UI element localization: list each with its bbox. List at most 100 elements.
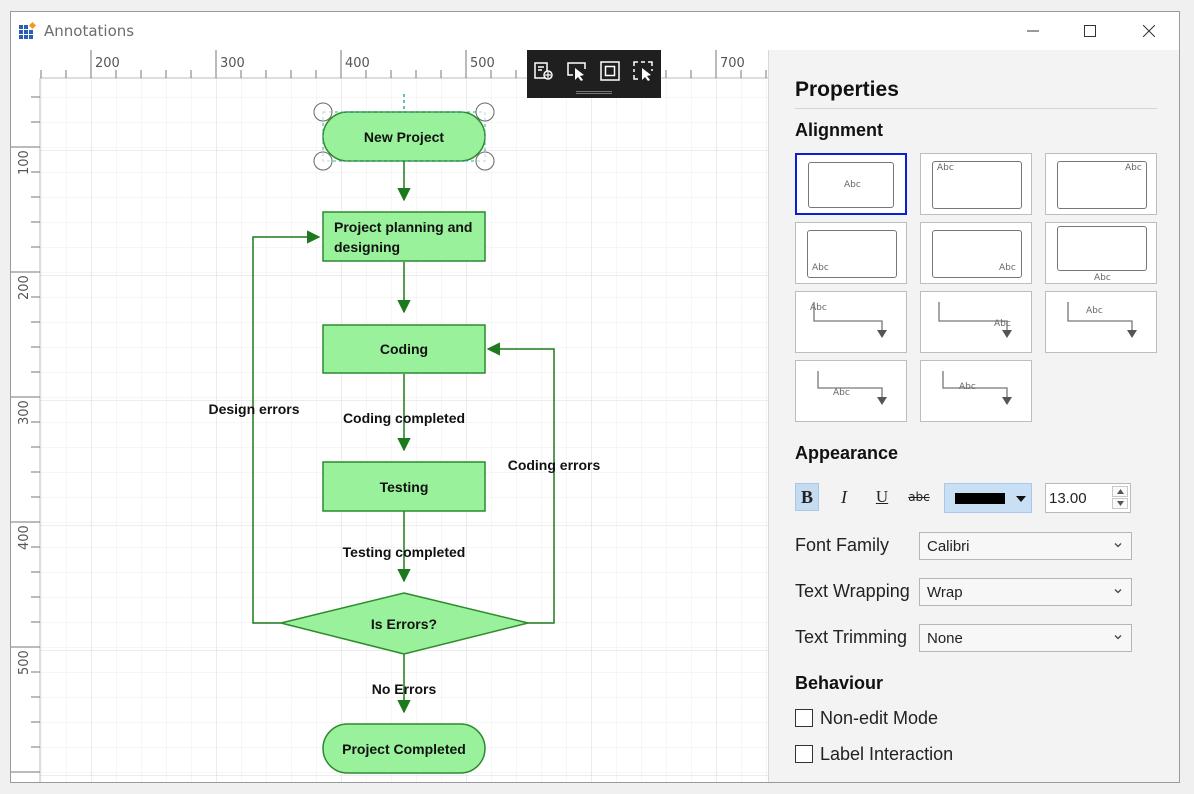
node-label: Project planning and	[334, 219, 472, 235]
align-bottom-left-button[interactable]: Abc	[795, 222, 907, 284]
spin-down-button[interactable]	[1112, 498, 1128, 509]
panel-title: Properties	[795, 78, 899, 101]
chevron-down-icon	[1114, 589, 1122, 594]
node-coding[interactable]: Coding	[322, 324, 486, 374]
node-project-completed[interactable]: Project Completed	[322, 723, 486, 774]
pointer-button[interactable]	[564, 58, 590, 84]
maximize-icon	[1084, 25, 1096, 37]
font-family-select[interactable]: Calibri	[919, 532, 1132, 560]
node-label: Coding	[380, 341, 428, 357]
chevron-down-icon	[1016, 496, 1026, 502]
app-icon	[19, 22, 37, 39]
align-center-button[interactable]: Abc	[795, 153, 907, 215]
align-top-left-button[interactable]: Abc	[920, 153, 1032, 215]
ruler-label: 100	[17, 150, 32, 175]
text-trimming-value: None	[927, 630, 963, 647]
fit-to-page-button[interactable]	[597, 58, 623, 84]
chevron-down-icon	[1114, 635, 1122, 640]
node-testing[interactable]: Testing	[322, 461, 486, 512]
italic-button[interactable]: I	[841, 486, 847, 507]
abc-sample: Abc	[833, 388, 850, 398]
label-interaction-checkbox[interactable]	[795, 745, 813, 763]
connector-align-before-button[interactable]: Abc	[795, 291, 907, 353]
properties-panel: Properties Alignment Abc Abc Abc Abc	[768, 50, 1179, 782]
node-label: New Project	[364, 129, 444, 145]
minimize-icon	[1027, 30, 1039, 32]
appearance-heading: Appearance	[795, 443, 899, 463]
connector-sample-icon	[942, 371, 1012, 405]
edge-label-testing-completed[interactable]: Testing completed	[343, 544, 466, 560]
resize-handle[interactable]	[313, 102, 333, 122]
ruler-label: 200	[17, 275, 32, 300]
font-family-label: Font Family	[795, 535, 890, 555]
quick-toolbar	[527, 50, 661, 98]
resize-handle[interactable]	[475, 102, 495, 122]
connector-sample-icon	[938, 302, 1012, 338]
connector-design-errors[interactable]	[252, 230, 321, 624]
abc-sample: Abc	[810, 303, 827, 313]
divider	[795, 108, 1157, 109]
resize-handle[interactable]	[475, 151, 495, 171]
text-wrapping-select[interactable]: Wrap	[919, 578, 1132, 606]
ruler-label: 500	[17, 650, 32, 675]
ruler-left: 100 200 300 400 500	[11, 50, 41, 782]
font-size-input[interactable]: 13.00	[1045, 483, 1131, 513]
abc-sample: Abc	[994, 319, 1011, 329]
edge-label-coding-completed[interactable]: Coding completed	[343, 410, 465, 426]
bold-button[interactable]: B	[795, 483, 819, 511]
spin-up-button[interactable]	[1112, 486, 1128, 497]
ruler-label: 500	[470, 56, 495, 71]
diagram-svg: 200 300 400 500 700	[11, 50, 768, 782]
non-edit-mode-label: Non-edit Mode	[820, 708, 939, 728]
select-area-button[interactable]	[630, 58, 656, 84]
connector-align-top-button[interactable]: Abc	[1045, 291, 1157, 353]
node-project-planning[interactable]: Project planning and designing	[322, 211, 486, 262]
non-edit-mode-checkbox[interactable]	[795, 709, 813, 727]
abc-sample: Abc	[959, 382, 976, 392]
app-window: Annotations	[10, 11, 1180, 783]
chevron-up-icon	[1116, 489, 1124, 494]
node-label: Is Errors?	[371, 616, 437, 632]
resize-handle[interactable]	[313, 151, 333, 171]
connector-align-after-button[interactable]: Abc	[920, 291, 1032, 353]
connector-coding-errors[interactable]	[486, 342, 555, 624]
text-wrapping-label: Text Wrapping	[795, 581, 910, 601]
node-is-errors[interactable]: Is Errors?	[280, 592, 529, 655]
ruler-label: 200	[95, 56, 120, 71]
node-label: Project Completed	[342, 741, 466, 757]
text-trimming-select[interactable]: None	[919, 624, 1132, 652]
diagram-canvas[interactable]: 200 300 400 500 700	[11, 50, 768, 782]
align-bottom-right-button[interactable]: Abc	[920, 222, 1032, 284]
zoom-selection-icon	[534, 62, 553, 80]
edge-label-design-errors[interactable]: Design errors	[208, 401, 299, 417]
ruler-label: 400	[345, 56, 370, 71]
alignment-heading: Alignment	[795, 120, 883, 140]
text-trimming-label: Text Trimming	[795, 627, 908, 647]
connector-align-center-button[interactable]: Abc	[920, 360, 1032, 422]
edge-label-no-errors[interactable]: No Errors	[372, 681, 437, 697]
abc-sample: Abc	[1086, 306, 1103, 316]
edge-label-coding-errors[interactable]: Coding errors	[508, 457, 601, 473]
title-bar: Annotations	[11, 12, 1179, 50]
ruler-label: 400	[17, 525, 32, 550]
zoom-selection-button[interactable]	[531, 58, 557, 84]
node-new-project[interactable]: New Project	[322, 111, 486, 162]
maximize-button[interactable]	[1062, 12, 1118, 50]
abc-sample: Abc	[844, 180, 861, 190]
abc-sample: Abc	[937, 163, 954, 173]
label-interaction-label: Label Interaction	[820, 744, 954, 764]
font-color-dropdown[interactable]	[944, 483, 1032, 513]
selection-adorner[interactable]	[313, 94, 495, 171]
strikethrough-button[interactable]: abc	[908, 490, 930, 504]
toolbar-drag-handle[interactable]	[576, 91, 612, 94]
text-wrapping-value: Wrap	[927, 584, 963, 601]
close-button[interactable]	[1121, 12, 1177, 50]
ruler-label: 300	[220, 56, 245, 71]
connector-align-bottom-button[interactable]: Abc	[795, 360, 907, 422]
abc-sample: Abc	[812, 263, 829, 273]
align-top-right-button[interactable]: Abc	[1045, 153, 1157, 215]
connector-sample-icon	[1067, 302, 1137, 338]
minimize-button[interactable]	[1005, 12, 1061, 50]
underline-button[interactable]: U	[875, 487, 889, 506]
align-below-button[interactable]: Abc	[1045, 222, 1157, 284]
